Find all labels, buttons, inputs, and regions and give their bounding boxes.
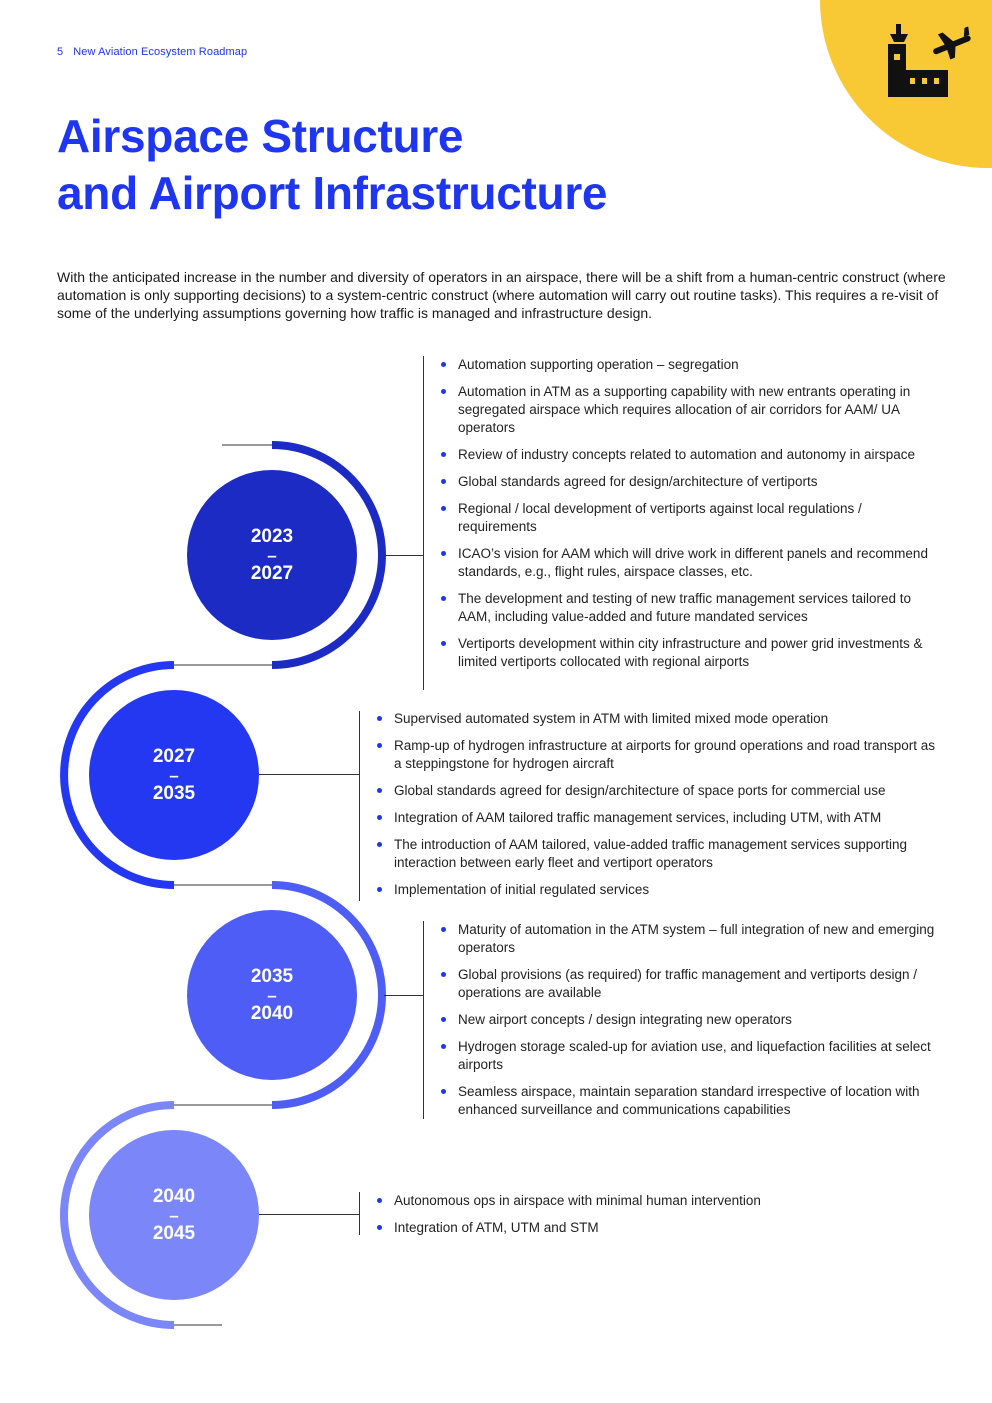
list-item: Regional / local development of vertipor… xyxy=(440,500,940,536)
list-item: Integration of ATM, UTM and STM xyxy=(376,1219,946,1237)
document-title: New Aviation Ecosystem Roadmap xyxy=(73,46,248,58)
phase-3-bracket xyxy=(423,921,424,1119)
phase-3-circle: 2035 – 2040 xyxy=(187,910,357,1080)
phase-2-circle: 2027 – 2035 xyxy=(89,690,259,860)
phase-3-sep: – xyxy=(267,985,277,1005)
list-item: The development and testing of new traff… xyxy=(440,590,940,626)
phase-1-connector xyxy=(384,555,424,556)
phase-4-start: 2040 xyxy=(152,1185,196,1207)
list-item: The introduction of AAM tailored, value-… xyxy=(376,836,946,872)
list-item: New airport concepts / design integratin… xyxy=(440,1011,940,1029)
phase-2-list: Supervised automated system in ATM with … xyxy=(376,710,946,908)
corner-decoration xyxy=(820,0,992,170)
list-item: Maturity of automation in the ATM system… xyxy=(440,921,940,957)
page-header: 5 New Aviation Ecosystem Roadmap xyxy=(57,46,247,58)
list-item: Supervised automated system in ATM with … xyxy=(376,710,946,728)
arc-phase-2 xyxy=(60,661,175,889)
title-line-2: and Airport Infrastructure xyxy=(57,167,608,219)
list-item: Autonomous ops in airspace with minimal … xyxy=(376,1192,946,1210)
phase-3-end: 2040 xyxy=(250,1002,294,1024)
phase-3-connector xyxy=(384,995,424,996)
phase-4-bracket xyxy=(359,1192,360,1235)
list-item: Ramp-up of hydrogen infrastructure at ai… xyxy=(376,737,946,773)
phase-4-end: 2045 xyxy=(152,1222,196,1244)
phase-2-connector xyxy=(259,774,360,775)
arc-phase-4 xyxy=(60,1101,175,1329)
arc-phase-1 xyxy=(271,441,386,669)
list-item: Vertiports development within city infra… xyxy=(440,635,940,671)
airport-tower-plane-icon xyxy=(888,24,971,97)
phase-2-bracket xyxy=(359,711,360,901)
phase-2-sep: – xyxy=(169,765,179,785)
intro-paragraph: With the anticipated increase in the num… xyxy=(57,269,946,321)
phase-1-list: Automation supporting operation – segreg… xyxy=(440,356,940,680)
list-item: Review of industry concepts related to a… xyxy=(440,446,940,464)
phase-1-circle: 2023 – 2027 xyxy=(187,470,357,640)
phase-1-bracket xyxy=(423,356,424,690)
list-item: Global provisions (as required) for traf… xyxy=(440,966,940,1002)
phase-3-start: 2035 xyxy=(250,965,294,987)
page-number: 5 xyxy=(57,46,64,58)
list-item: Implementation of initial regulated serv… xyxy=(376,881,946,899)
list-item: Automation supporting operation – segreg… xyxy=(440,356,940,374)
list-item: Global standards agreed for design/archi… xyxy=(376,782,946,800)
phase-2-end: 2035 xyxy=(152,782,196,804)
phase-4-list: Autonomous ops in airspace with minimal … xyxy=(376,1192,946,1246)
arc-phase-3 xyxy=(271,881,386,1109)
phase-2-start: 2027 xyxy=(152,745,196,767)
phase-4-circle: 2040 – 2045 xyxy=(89,1130,259,1300)
list-item: Global standards agreed for design/archi… xyxy=(440,473,940,491)
phase-3-list: Maturity of automation in the ATM system… xyxy=(440,921,940,1128)
list-item: Integration of AAM tailored traffic mana… xyxy=(376,809,946,827)
phase-4-connector xyxy=(259,1214,360,1215)
list-item: Hydrogen storage scaled-up for aviation … xyxy=(440,1038,940,1074)
phase-4-sep: – xyxy=(169,1205,179,1225)
list-item: ICAO’s vision for AAM which will drive w… xyxy=(440,545,940,581)
phase-1-end: 2027 xyxy=(250,562,294,584)
title-line-1: Airspace Structure xyxy=(57,110,464,162)
phase-1-sep: – xyxy=(267,545,277,565)
list-item: Automation in ATM as a supporting capabi… xyxy=(440,383,940,437)
list-item: Seamless airspace, maintain separation s… xyxy=(440,1083,940,1119)
page-title: Airspace Structure and Airport Infrastru… xyxy=(57,108,608,222)
phase-1-start: 2023 xyxy=(250,525,294,547)
